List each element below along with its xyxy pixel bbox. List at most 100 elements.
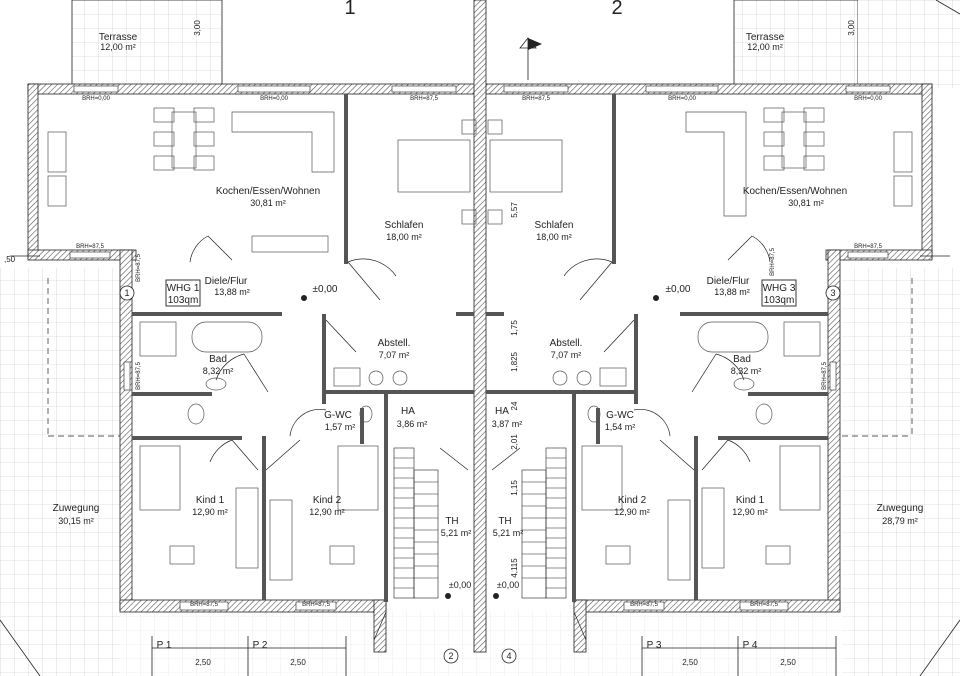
level-label: ±0,00 <box>666 284 691 295</box>
parapet-label: BRH=87,5 <box>136 253 142 282</box>
north-arrow-icon <box>519 37 542 80</box>
room-area: 1,57 m² <box>325 422 356 432</box>
axis-marker-label: 4 <box>506 651 511 661</box>
dimension-label: 2,50 <box>780 658 796 667</box>
axis-marker-label: 2 <box>448 651 453 661</box>
path-right-paving <box>842 268 960 676</box>
room-name: Terrasse <box>746 32 785 43</box>
room-area: 3,87 m² <box>492 419 523 429</box>
room-area: 3,86 m² <box>397 419 428 429</box>
dimension-label: 3,00 <box>847 20 856 36</box>
room-name: Diele/Flur <box>707 276 750 287</box>
room-name: G-WC <box>606 410 634 421</box>
dimension-label: 4,115 <box>510 558 519 578</box>
room-area: 1,54 m² <box>605 422 636 432</box>
unit-box-1 <box>165 279 201 307</box>
dimension-label: 5,57 <box>510 202 519 218</box>
door-swings <box>10 235 950 641</box>
room-name: Abstell. <box>378 338 411 349</box>
house-number-2: 2 <box>611 0 622 19</box>
room-area: 12,90 m² <box>732 507 768 517</box>
axis-marker-label: 1 <box>124 288 129 298</box>
parapet-label: BRH=0,00 <box>668 96 697 102</box>
room-area: 5,21 m² <box>441 528 472 538</box>
unit-size: 103qm <box>168 295 199 306</box>
room-area: 18,00 m² <box>386 232 422 242</box>
outer-walls <box>27 0 933 653</box>
dimension-label: 2,50 <box>290 658 306 667</box>
parapet-label: BRH=0,00 <box>260 96 289 102</box>
room-area: 8,32 m² <box>203 366 234 376</box>
room-area: 30,81 m² <box>788 198 824 208</box>
room-area: 12,90 m² <box>614 507 650 517</box>
parapet-label: BRH=87,5 <box>76 244 105 250</box>
dimension-label: 1,75 <box>510 320 519 336</box>
parapet-label: BRH=87,5 <box>822 361 828 390</box>
parking-label: P 3 <box>647 640 662 651</box>
stairs-left <box>393 447 439 599</box>
parapet-label: BRH=87,5 <box>630 602 659 608</box>
parapet-label: BRH=87,5 <box>770 247 776 276</box>
unit-size: 103qm <box>764 295 795 306</box>
room-name: Terrasse <box>99 32 138 43</box>
unit-name: WHG 3 <box>763 283 796 294</box>
level-label: ±0,00 <box>313 284 338 295</box>
dimension-label: ,50 <box>4 255 16 264</box>
parapet-label: BRH=0,00 <box>82 96 111 102</box>
parking-label: P 1 <box>157 640 172 651</box>
room-name: TH <box>445 516 458 527</box>
terrace-left-paving <box>71 0 223 89</box>
dimension-label: 3,00 <box>193 20 202 36</box>
parapet-label: BRH=87,5 <box>522 96 551 102</box>
room-name: TH <box>498 516 511 527</box>
room-name: HA <box>495 406 509 417</box>
room-area: 8,32 m² <box>731 366 762 376</box>
room-name: Kochen/Essen/Wohnen <box>743 186 847 197</box>
windows-top <box>69 85 891 611</box>
dimension-label: 2,50 <box>682 658 698 667</box>
parapet-label: BRH=87,5 <box>410 96 439 102</box>
room-name: Kind 1 <box>196 495 225 506</box>
room-area: 7,07 m² <box>379 350 410 360</box>
room-area: 30,15 m² <box>58 516 94 526</box>
parapet-label: BRH=87,5 <box>136 361 142 390</box>
parking-label: P 2 <box>253 640 268 651</box>
dimension-label: 24 <box>510 401 519 410</box>
room-name: Schlafen <box>535 220 574 231</box>
room-name: Schlafen <box>385 220 424 231</box>
axis-marker-circles <box>119 285 841 664</box>
furniture <box>47 107 913 581</box>
dimension-label: 1,15 <box>510 480 519 496</box>
room-name: Kochen/Essen/Wohnen <box>216 186 320 197</box>
axis-marker-label: 3 <box>830 288 835 298</box>
room-name: Zuwegung <box>53 503 100 514</box>
room-area: 5,21 m² <box>493 528 524 538</box>
unit-box-3 <box>761 279 797 307</box>
room-area: 13,88 m² <box>214 287 250 297</box>
room-area: 18,00 m² <box>536 232 572 242</box>
dimension-label: 2,50 <box>195 658 211 667</box>
parapet-label: BRH=87,5 <box>854 244 883 250</box>
room-name: Zuwegung <box>877 503 924 514</box>
room-name: Kind 1 <box>736 495 765 506</box>
parapet-label: BRH=87,5 <box>750 602 779 608</box>
interior-walls <box>132 94 828 602</box>
room-area: 28,79 m² <box>882 516 918 526</box>
level-marker-icons <box>301 295 659 599</box>
room-area: 30,81 m² <box>250 198 286 208</box>
room-area: 12,00 m² <box>747 42 783 52</box>
room-name: Abstell. <box>550 338 583 349</box>
room-name: HA <box>401 406 415 417</box>
stairs-right <box>521 447 567 599</box>
level-label: ±0,00 <box>497 580 519 590</box>
room-name: Diele/Flur <box>205 276 248 287</box>
room-area: 12,00 m² <box>100 42 136 52</box>
parapet-label: BRH=0,00 <box>854 96 883 102</box>
room-area: 12,90 m² <box>309 507 345 517</box>
room-name: Kind 2 <box>618 495 647 506</box>
room-name: G-WC <box>324 410 352 421</box>
parking-label: P 4 <box>743 640 758 651</box>
room-name: Bad <box>733 354 751 365</box>
